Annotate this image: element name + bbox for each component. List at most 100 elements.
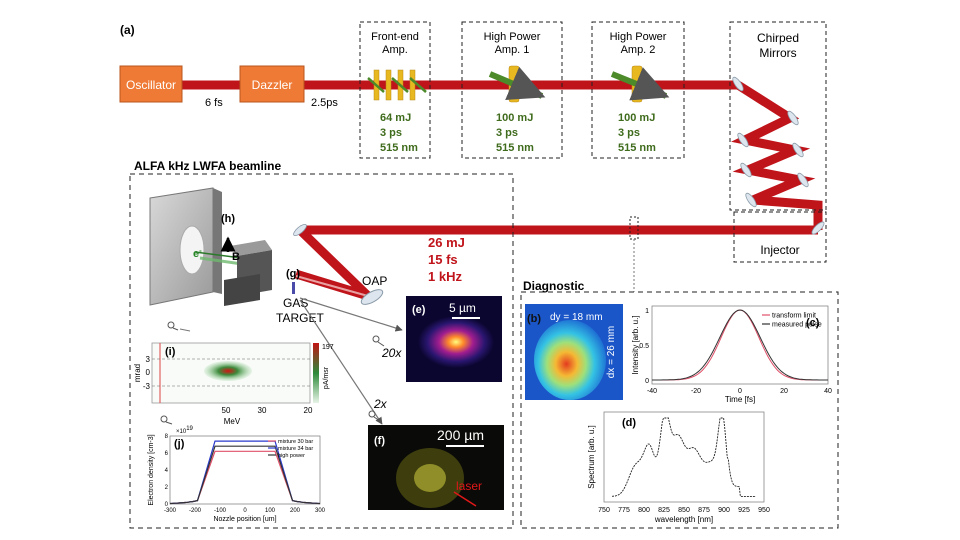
panel-i-beam-spot [204,361,252,381]
panel-c-xtick: 40 [824,388,832,395]
hpa1-energy: 100 mJ [496,112,533,124]
panel-d-xtick: 875 [698,507,710,514]
panel-j-xtick: -300 [164,508,177,514]
label-B: B [232,251,240,263]
label-e: e- [193,246,202,260]
panel-c-legend-label: transform limit [772,313,816,320]
panel-j-legend-label: mixture 30 bar [278,439,313,445]
panel-i-cbar-label: pA/msr [323,366,330,389]
panel-d-xlabel: wavelength [nm] [654,515,713,524]
camera-icon-2x [368,410,381,422]
turning-mirror [293,223,307,237]
panel-c-xtick: 20 [780,388,788,395]
panel-c-xlabel: Time [fs] [725,395,755,404]
hpa1-box [461,21,563,159]
panel-b-dx: dx = 26 mm [606,326,617,379]
hpa2-duration: 3 ps [618,127,640,139]
panel-j-ytick: 2 [165,485,169,491]
hpa2-energy: 100 mJ [618,112,655,124]
injector-box [733,211,827,263]
chirped-mirrors-box [729,21,827,211]
panel-j-exponent: ×1019 [176,426,194,435]
camera-icon-j [160,415,173,425]
panel-i-ytick: 0 [146,368,151,377]
oscillator-box [119,65,183,103]
panel-i-xlabel: MeV [224,417,241,426]
beamline-title: ALFA kHz LWFA beamline [134,159,281,173]
output-energy: 26 mJ [428,235,465,250]
panel-b-dy: dy = 18 mm [550,312,603,323]
panel-d-frame [603,411,765,503]
frontend-duration: 3 ps [380,127,402,139]
output-rate: 1 kHz [428,269,462,284]
panel-f-laser-arrow [453,491,477,507]
panel-j-legend-label: mixture 34 bar [278,446,313,452]
panel-d-xtick: 925 [738,507,750,514]
hpa2-wavelength: 515 nm [618,142,656,154]
panel-e-letter: (e) [412,304,426,316]
hpa2-title2: Amp. 2 [621,44,656,56]
panel-d-xtick: 850 [678,507,690,514]
panel-c-chart: (c) Intensity [arb. u.] Time [fs] 00.51 … [631,305,832,404]
panel-i-colorbar [313,343,319,403]
frontend-energy: 64 mJ [380,112,411,124]
panel-c-xtick: -20 [691,388,701,395]
chirped-title2: Mirrors [759,46,796,60]
diagnostic-box [520,291,839,529]
panel-j-xtick: -200 [189,508,202,514]
camera-icon-20x [372,335,385,347]
injector-label: Injector [760,243,799,257]
panel-i-ytick: 3 [146,355,151,364]
panel-i-ytick: -3 [143,382,151,391]
label-h: (h) [221,213,235,225]
panel-d-ylabel: Spectrum [arb. u.] [587,425,596,489]
panel-d-xtick: 800 [638,507,650,514]
panel-j-ytick: 8 [165,434,169,440]
panel-e-spot [418,316,494,368]
hpa2-title1: High Power [610,31,667,43]
panel-j-xtick: -100 [214,508,227,514]
panel-f-laser: laser [456,479,482,493]
imaging-arrow-20x [299,297,403,332]
frontend-wavelength: 515 nm [380,142,418,154]
panel-f-letter: (f) [374,435,385,447]
hpa1-title2: Amp. 1 [495,44,530,56]
dazzler-box [239,65,305,103]
panel-d-curve [611,417,756,497]
panel-e-scale: 5 µm [449,301,476,315]
panel-j-ytick: 6 [165,451,169,457]
panel-a-letter: (a) [120,23,135,37]
hpa2-pump-arrow [610,67,670,101]
panel-i-xtick: 50 [222,406,231,415]
panel-j-curve [169,445,321,505]
panel-i-cbar-max: 197 [322,344,334,351]
panel-b-letter: (b) [527,313,541,325]
hpa1-pump-arrow [488,66,546,100]
panel-j-xtick: 300 [315,508,326,514]
panel-c-ytick: 0.5 [639,343,649,350]
panel-d-xtick: 950 [758,507,770,514]
panel-i-ylabel: mrad [133,364,142,382]
panel-c-legend-label: measured pulse [772,322,822,329]
panel-c-letter: (c) [806,317,820,329]
frontend-amp-box [359,21,431,159]
panel-d-letter: (d) [622,417,636,429]
diagnostic-title: Diagnostic [523,279,585,293]
panel-d-xtick: 825 [658,507,670,514]
beamline-box [129,173,514,529]
chirped-mirror-set [732,76,809,208]
panel-j-xtick: 0 [243,508,247,514]
frontend-title1: Front-end [371,31,419,43]
panel-f-core [414,464,446,492]
panel-d-xtick: 750 [598,507,610,514]
panel-i-xtick: 20 [304,406,313,415]
beam-to-target [295,275,369,297]
panel-i-letter: (i) [165,346,176,358]
panel-f-scale: 200 µm [437,427,484,443]
panel-j-legend-label: high power [278,453,305,459]
detector-plate [149,187,222,306]
pulse-6fs-label: 6 fs [205,97,223,109]
mag-20x: 20x [381,346,402,360]
gas-label-1: GAS [283,296,308,310]
frontend-pump-arrows [367,77,427,93]
